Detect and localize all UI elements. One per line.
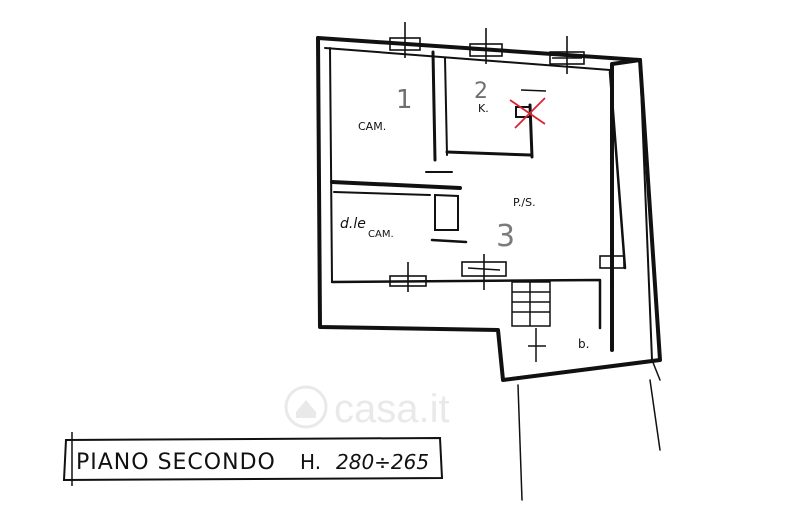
room-label-camera-1: CAM. (358, 120, 386, 133)
caption-height-value: 280÷265 (336, 450, 429, 474)
window-3 (549, 36, 585, 74)
room-label-bagno: b. (578, 337, 589, 351)
window-2 (469, 28, 503, 64)
caption-box: PIANO SECONDO H. 280÷265 (62, 432, 444, 486)
sketch-number-3: 3 (496, 219, 515, 254)
room-label-cucina: K. (478, 102, 489, 115)
windows-top (389, 22, 585, 74)
caption-floor: PIANO SECONDO (76, 450, 276, 475)
interior-walls (330, 50, 534, 244)
stairs (511, 281, 551, 362)
room-label-pranzo-soggiorno: P./S. (513, 196, 536, 209)
outer-walls (316, 36, 662, 501)
caption-height-label: H. (300, 450, 321, 474)
window-1 (389, 22, 421, 58)
room-label-camera-2: CAM. (368, 229, 394, 240)
sketch-number-2: 2 (474, 79, 488, 104)
window-6 (599, 246, 625, 290)
window-4 (389, 262, 427, 292)
kitchen-flue-icon (509, 89, 547, 129)
window-5 (461, 254, 507, 290)
watermark-text: casa.it (334, 387, 450, 431)
windows-bottom (389, 246, 625, 292)
casa-watermark: casa.it (284, 385, 450, 431)
room-label-camera-2-prefix: d.le (340, 216, 366, 232)
sketch-number-1: 1 (396, 85, 413, 115)
